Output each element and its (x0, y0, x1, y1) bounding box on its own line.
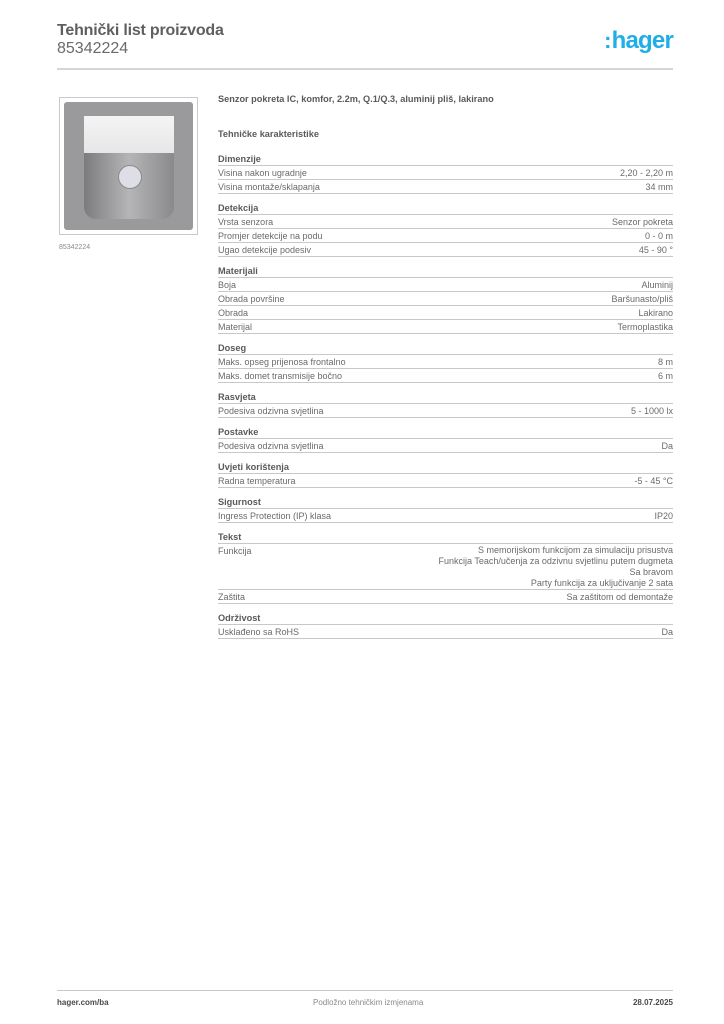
sensor-plate (64, 102, 193, 230)
sensor-lens (84, 116, 174, 154)
product-image (59, 97, 198, 235)
page-header: Tehnički list proizvoda 85342224 :hager (57, 22, 674, 58)
section-title: Uvjeti korištenja (218, 461, 673, 474)
spec-row: Maks. domet transmisije bočno 6 m (218, 369, 673, 383)
section-title: Postavke (218, 426, 673, 439)
spec-label: Boja (218, 280, 237, 290)
spec-content: Senzor pokreta IC, komfor, 2.2m, Q.1/Q.3… (218, 94, 673, 639)
section-title: Održivost (218, 612, 673, 625)
spec-label: Funkcija (218, 546, 252, 556)
logo-colon-icon: : (604, 28, 611, 53)
section-title: Tekst (218, 531, 673, 544)
spec-label: Usklađeno sa RoHS (218, 627, 300, 637)
spec-row: Ingress Protection (IP) klasa IP20 (218, 509, 673, 523)
spec-value: Senzor pokreta (611, 217, 673, 227)
spec-value: IP20 (654, 511, 673, 521)
spec-row: Maks. opseg prijenosa frontalno 8 m (218, 355, 673, 369)
spec-value: Da (661, 627, 673, 637)
article-number: 85342224 (57, 40, 129, 57)
spec-label: Ingress Protection (IP) klasa (218, 511, 332, 521)
footer-divider (57, 990, 673, 991)
spec-label: Visina montaže/sklapanja (218, 182, 320, 192)
spec-value: S memorijskom funkcijom za simulaciju pr… (439, 545, 673, 589)
footer-date: 28.07.2025 (632, 998, 673, 1007)
spec-value: 5 - 1000 lx (630, 406, 673, 416)
spec-row: Radna temperatura -5 - 45 °C (218, 474, 673, 488)
spec-value: Da (661, 441, 673, 451)
sensor-body (84, 153, 174, 219)
spec-label: Podesiva odzivna svjetlina (218, 406, 324, 416)
spec-row: Ugao detekcije podesiv 45 - 90 ° (218, 243, 673, 257)
spec-row: Obrada površine Baršunasto/pliš (218, 292, 673, 306)
section-title: Doseg (218, 342, 673, 355)
spec-value: -5 - 45 °C (634, 476, 673, 486)
spec-row: Podesiva odzivna svjetlina 5 - 1000 lx (218, 404, 673, 418)
spec-label: Visina nakon ugradnje (218, 168, 307, 178)
spec-row: Zaštita Sa zaštitom od demontaže (218, 590, 673, 604)
product-description: Senzor pokreta IC, komfor, 2.2m, Q.1/Q.3… (218, 94, 494, 104)
spec-row: Usklađeno sa RoHS Da (218, 625, 673, 639)
spec-value: 6 m (657, 371, 673, 381)
spec-label: Ugao detekcije podesiv (218, 245, 312, 255)
spec-label: Vrsta senzora (218, 217, 274, 227)
document-title: Tehnički list proizvoda (57, 22, 224, 39)
spec-row: Vrsta senzora Senzor pokreta (218, 215, 673, 229)
section-title: Sigurnost (218, 496, 673, 509)
hager-logo: :hager (604, 27, 674, 54)
spec-value-line: S memorijskom funkcijom za simulaciju pr… (477, 545, 673, 555)
spec-value: 0 - 0 m (644, 231, 673, 241)
spec-label: Materijal (218, 322, 253, 332)
spec-value: 45 - 90 ° (638, 245, 673, 255)
spec-row: Obrada Lakirano (218, 306, 673, 320)
spec-value: 2,20 - 2,20 m (619, 168, 673, 178)
spec-row: Materijal Termoplastika (218, 320, 673, 334)
footer-website-link[interactable]: hager.com/ba (57, 998, 109, 1007)
spec-row: Funkcija S memorijskom funkcijom za simul… (218, 544, 673, 590)
section-title: Detekcija (218, 202, 673, 215)
spec-value: Aluminij (641, 280, 673, 290)
spec-value-line: Funkcija Teach/učenja za odzivnu svjetli… (438, 556, 673, 566)
spec-value: 8 m (657, 357, 673, 367)
sensor-button-icon (118, 165, 142, 189)
section-title: Dimenzije (218, 153, 673, 166)
spec-row: Visina nakon ugradnje 2,20 - 2,20 m (218, 166, 673, 180)
spec-label: Radna temperatura (218, 476, 296, 486)
spec-row: Boja Aluminij (218, 278, 673, 292)
tech-specs-heading: Tehničke karakteristike (218, 129, 319, 139)
spec-row: Promjer detekcije na podu 0 - 0 m (218, 229, 673, 243)
spec-row: Podesiva odzivna svjetlina Da (218, 439, 673, 453)
spec-row: Visina montaže/sklapanja 34 mm (218, 180, 673, 194)
image-caption: 85342224 (59, 244, 91, 251)
spec-label: Obrada površine (218, 294, 285, 304)
spec-label: Maks. domet transmisije bočno (218, 371, 343, 381)
spec-label: Zaštita (218, 592, 246, 602)
spec-value: Baršunasto/pliš (611, 294, 673, 304)
section-title: Materijali (218, 265, 673, 278)
spec-value: Termoplastika (617, 322, 673, 332)
spec-value-line: Party funkcija za uključivanje 2 sata (530, 578, 673, 588)
spec-value: Lakirano (638, 308, 673, 318)
footer-notice: Podložno tehničkim izmjenama (313, 998, 424, 1007)
spec-value-line: Sa bravom (629, 567, 673, 577)
spec-label: Obrada (218, 308, 249, 318)
spec-label: Promjer detekcije na podu (218, 231, 323, 241)
header-divider (57, 68, 673, 70)
spec-value: Sa zaštitom od demontaže (566, 592, 673, 602)
spec-label: Podesiva odzivna svjetlina (218, 441, 324, 451)
spec-value: 34 mm (645, 182, 673, 192)
section-title: Rasvjeta (218, 391, 673, 404)
spec-label: Maks. opseg prijenosa frontalno (218, 357, 346, 367)
